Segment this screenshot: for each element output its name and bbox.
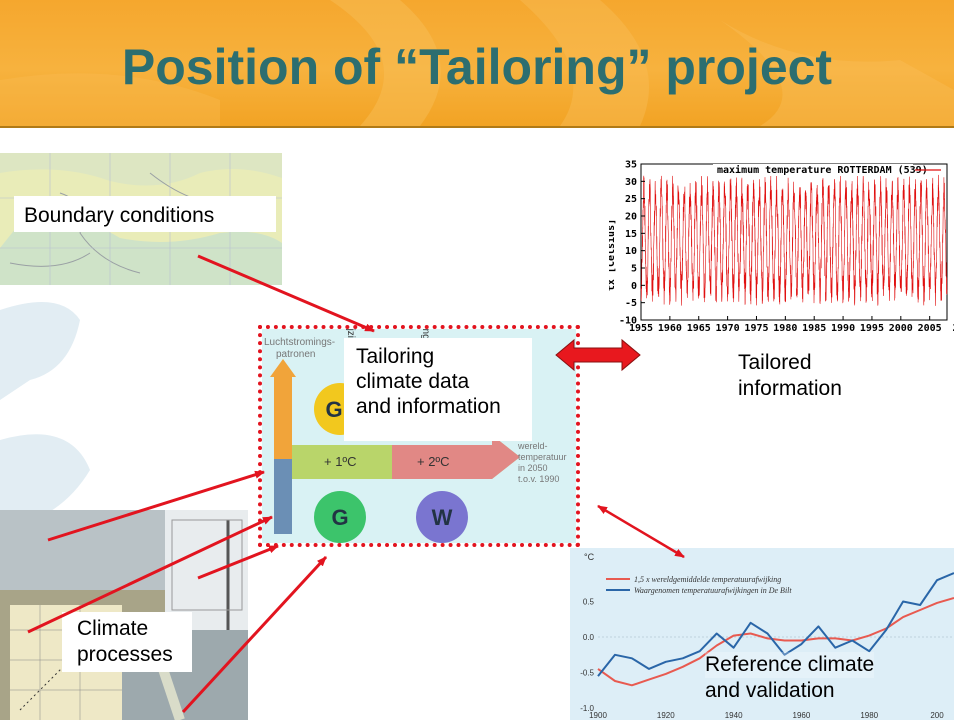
chart1-y-tick-label: 10 [625,246,637,257]
step-1-label: + 1ºC [324,454,357,469]
right-label-3: in 2050 [518,463,548,473]
chart2-series-line-1 [597,572,954,677]
chart2-series-line-0 [597,597,954,687]
right-label-4: t.o.v. 1990 [518,474,559,484]
chart2-x-tick-label: 1940 [725,711,743,720]
chart1-x-ticks: 1955 1960 1965 1970 1975 1980 1985 1990 1995 2000… [629,316,954,334]
circle-w [416,491,468,543]
chart1-title: maximum temperature ROTTERDAM (539) [717,164,928,176]
chart1-x-tick-label: 20 [953,323,954,334]
legend-label-blue: Waargenomen temperatuurafwijkingen in De… [634,586,792,595]
chart2-x-tick-label: 200 [930,711,944,720]
chart2-x-tick-label: 1960 [793,711,811,720]
chart1-y-tick-label: 25 [625,194,637,205]
chart1-x-tick-label: 1995 [860,323,884,334]
chart1-x-tick-label: 1965 [687,323,711,334]
temperature-series [640,174,948,306]
chart2-x-tick-label: 1900 [589,711,607,720]
chart1-y-tick-label: 0 [631,281,637,292]
chart2-x-ticks: 1900 1920 1940 1960 1980 200 [589,711,944,720]
vertical-arrow-lower [274,459,292,534]
chart2-series [597,572,954,687]
chart1-x-tick-label: 2000 [889,323,913,334]
header-band: Position of “Tailoring” project [0,0,954,128]
tailoring-label-box [344,338,532,441]
scenario-axis-label-2: patronen [276,349,315,360]
circle-g-lower [314,491,366,543]
boundary-conditions-label: Boundary conditions [24,204,215,227]
chart1-plot-area [640,163,948,321]
chart2-y-label: °C [584,552,595,562]
chart1-y-tick-label: 5 [631,264,637,275]
chart2-y-ticks: 0.5 0.0 -0.5 -1.0 [580,598,594,714]
chart1-x-tick-label: 1975 [744,323,768,334]
circle-g-upper-label: G [325,397,342,422]
reference-label-1: Reference climate [705,652,875,678]
chart1-y-label: tx [Celsius] [609,219,617,291]
circle-g-lower-label: G [331,505,348,530]
chart1-x-tick-label: 1970 [716,323,740,334]
chart1-y-tick-label: 35 [625,160,637,171]
chart1-y-tick-label: 15 [625,229,637,240]
boundary-map-image [0,153,282,285]
step-2-label: + 2ºC [417,454,450,469]
chart1-x-tick-label: 1960 [658,323,682,334]
tailoring-label-3: and information [356,395,501,418]
tailored-label-1: Tailored [738,351,812,374]
chart1-y-tick-label: 30 [625,177,637,188]
tailoring-label-2: climate data [356,370,470,393]
legend-label-red: 1,5 x wereldgemiddelde temperatuurafwijk… [634,575,781,584]
chart2-x-tick-label: 1980 [860,711,878,720]
climate-label-2: processes [77,643,173,666]
chart1-x-tick-label: 2005 [918,323,942,334]
chart2-y-tick-label: 0.0 [583,633,595,642]
temperature-line [640,174,948,306]
header-wave-pattern [0,0,954,126]
tailoring-dotted-frame [258,325,580,547]
chart1-x-tick-label: 1955 [629,323,653,334]
chart2-y-tick-label: -1.0 [580,704,594,713]
tailored-label-2: information [738,377,842,400]
circle-w-label: W [432,505,453,530]
chart1-frame [640,163,948,321]
climate-label-1: Climate [77,617,149,640]
reference-climate-chart: 1900 1920 1940 1960 1980 200 0.5 0.0 -0.5 -1.0 °… [570,548,954,720]
boundary-label-box [14,196,276,232]
chart1-y-tick-label: -10 [619,316,637,327]
reference-label-2: and validation [705,679,835,702]
right-label-2: temperatuur [518,452,567,462]
chart1-y-ticks: 35 30 25 20 15 10 5 0 -5 -10 [619,160,645,327]
slide-title: Position of “Tailoring” project [121,39,833,95]
chart1-y-tick-label: -5 [625,298,637,309]
chart1-x-tick-label: 1980 [773,323,797,334]
chart2-y-tick-label: -0.5 [580,669,594,678]
chart1-x-tick-label: 1985 [802,323,826,334]
horizontal-arrow-right [392,435,520,479]
tailoring-label-1: Tailoring [356,345,435,368]
temperature-chart: 1955 1960 1965 1970 1975 1980 1985 1990 1995 2000… [609,160,954,334]
chart2-y-tick-label: 0.5 [583,598,595,607]
right-label-1: wereld- [517,441,548,451]
chart1-y-tick-label: 20 [625,212,637,223]
chart2-x-tick-label: 1920 [657,711,675,720]
chart1-title-bg [713,164,913,176]
scenario-axis-label-1: Luchtstromings- [264,337,335,348]
chart1-x-tick-label: 1990 [831,323,855,334]
